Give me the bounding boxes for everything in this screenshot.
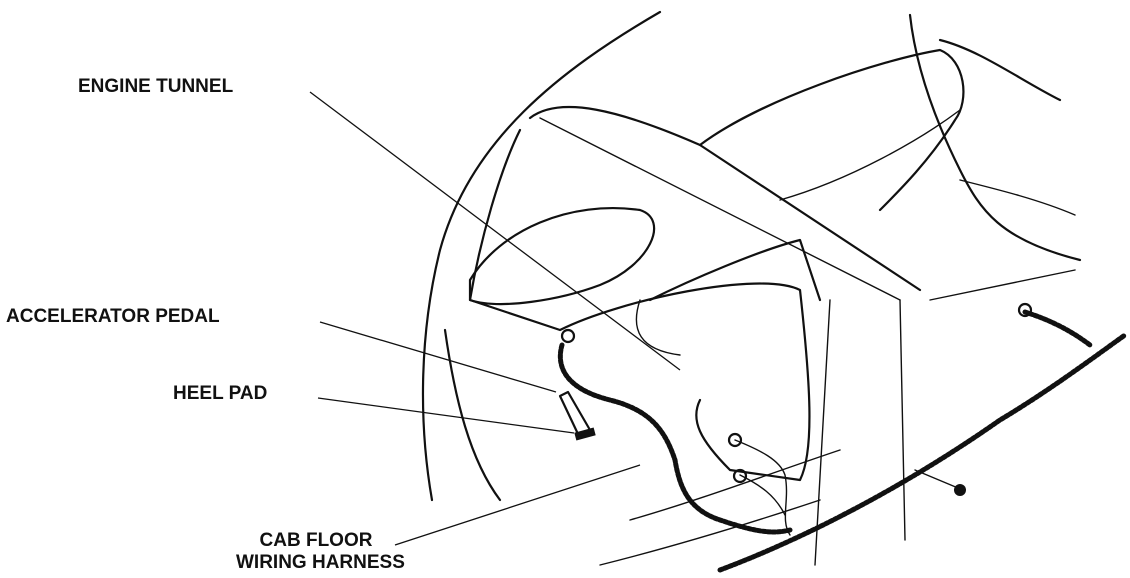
- dash-top: [528, 105, 922, 292]
- seat-post-right: [899, 299, 906, 541]
- dash-frame-inner: [539, 117, 901, 301]
- engine-tunnel-label: ENGINE TUNNEL: [78, 76, 234, 97]
- harness-label-line-1: CAB FLOOR: [259, 530, 373, 551]
- floor-lower: [599, 499, 821, 566]
- engine-tunnel-side: [908, 13, 1082, 262]
- right-panel: [938, 38, 1062, 102]
- harness-floor-run: [717, 332, 1128, 573]
- seat-post-left: [814, 299, 831, 566]
- accelerator-pedal-shape: [558, 390, 592, 436]
- harness-connector: [560, 328, 576, 344]
- right-floor-line: [929, 269, 1076, 301]
- door-edge: [443, 328, 502, 502]
- right-panel-lower: [959, 179, 1076, 216]
- engine-tunnel-top: [698, 48, 965, 212]
- ground-stud-lead: [914, 469, 959, 489]
- cab-floor-wiring-harness-run: [557, 342, 793, 535]
- heel-pad-shape: [574, 427, 596, 441]
- harness-branch: [1022, 309, 1093, 348]
- engine-tunnel-bump: [635, 299, 681, 356]
- harness-connector: [727, 432, 743, 448]
- harness-connector: [1017, 302, 1033, 318]
- harness-leader: [394, 464, 641, 546]
- engine-tunnel-front: [648, 238, 822, 302]
- harness-lead: [734, 439, 791, 536]
- cab-floor-wiring-harness-label: CAB FLOOR WIRING HARNESS: [236, 530, 405, 574]
- harness-connector: [732, 468, 748, 484]
- engine-tunnel-edge: [779, 109, 961, 201]
- a-pillar-outline: [421, 10, 662, 502]
- heel-pad-leader: [317, 397, 575, 434]
- harness-label-line-2: WIRING HARNESS: [236, 552, 405, 573]
- dash-frame-outer: [468, 128, 811, 482]
- harness-ground-stud: [954, 484, 966, 496]
- steering-shroud: [468, 206, 656, 306]
- floor-line: [629, 449, 841, 521]
- accelerator-pedal-leader: [319, 321, 557, 393]
- accelerator-pedal-label: ACCELERATOR PEDAL: [6, 306, 220, 327]
- engine-tunnel-leader: [309, 91, 681, 371]
- harness-lead-2: [739, 474, 786, 516]
- heel-pad-label: HEEL PAD: [173, 383, 268, 404]
